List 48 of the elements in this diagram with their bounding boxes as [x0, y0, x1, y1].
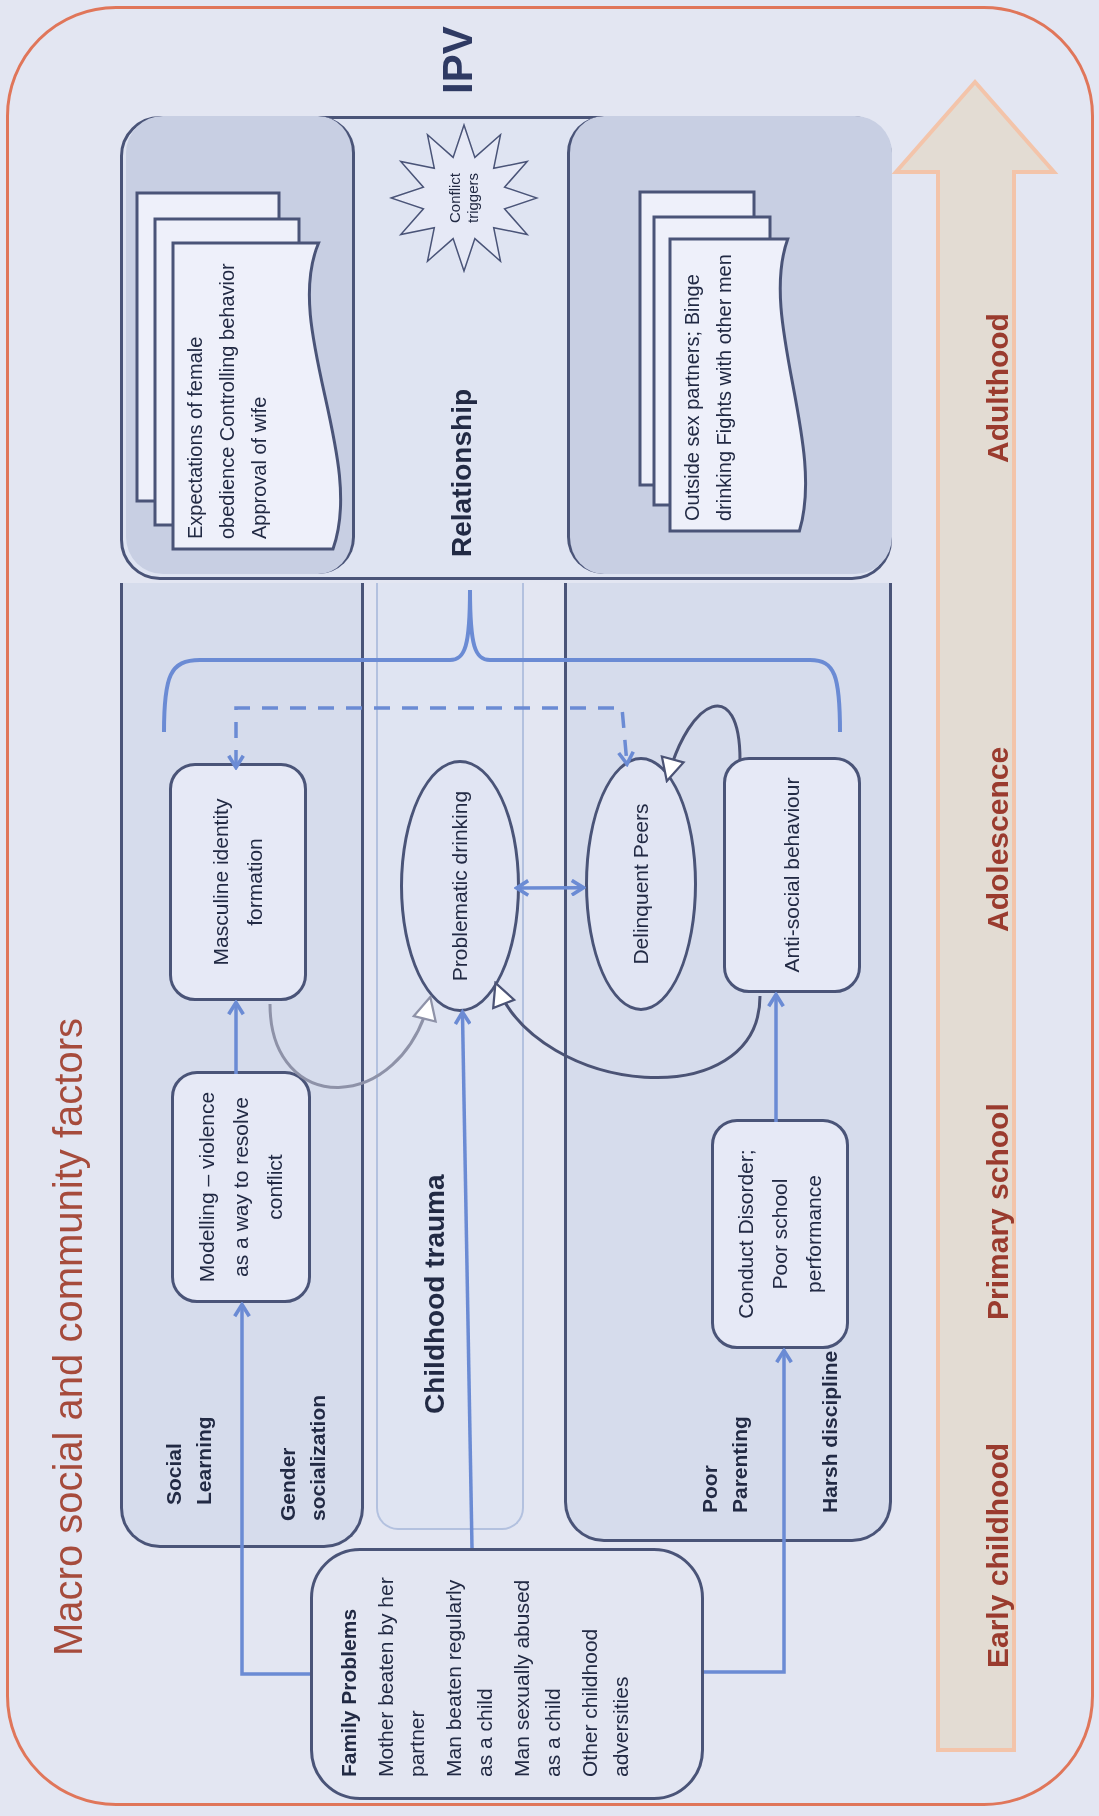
note-text: Expectations of female obedience Controlling behavior Approval of wife	[183, 262, 271, 539]
arrow	[453, 1010, 474, 1549]
arrow	[226, 706, 636, 770]
list-item: Man beaten regularly as a child	[441, 1578, 497, 1777]
node-label: Conduct Disorder; Poor school performance	[733, 1148, 826, 1321]
list-item: Other childhood adversities	[577, 1627, 633, 1777]
stage-label: Primary school	[980, 1103, 1015, 1320]
list-item: Mother beaten by her partner	[373, 1576, 429, 1777]
node-label: Anti-social behaviour	[779, 777, 804, 973]
arrow	[766, 992, 786, 1122]
arrow	[494, 981, 762, 1079]
arrow	[268, 995, 435, 1089]
outcome-label: IPV	[438, 26, 478, 94]
stage-label: Adulthood	[980, 313, 1015, 463]
column-panel	[564, 583, 892, 1542]
arrow	[661, 704, 742, 783]
relationship-panel	[120, 116, 892, 580]
note-text: Outside sex partners; Binge drinking Fights with other men	[680, 253, 736, 521]
list-item: Man sexually abused as a child	[509, 1578, 565, 1777]
section-heading: Social Learning	[161, 1415, 216, 1505]
arrow	[226, 1000, 246, 1074]
arrow	[232, 1302, 310, 1676]
arrow	[704, 1348, 794, 1674]
arrow	[514, 878, 586, 898]
process-box	[171, 1071, 311, 1303]
stage-label: Early childhood	[980, 1442, 1015, 1668]
factor-panel	[126, 116, 355, 574]
section-heading: Relationship	[445, 389, 478, 557]
diagram-title: Macro social and community factors	[45, 1018, 91, 1656]
starburst	[389, 123, 539, 273]
node-label: Delinquent Peers	[628, 803, 653, 965]
list-box	[310, 1548, 704, 1800]
stage-label: Adolescence	[980, 746, 1015, 932]
section-heading: Harsh discipline	[817, 1349, 842, 1513]
process-box	[169, 763, 307, 1001]
process-box	[711, 1119, 849, 1349]
section-heading: Childhood trauma	[418, 1174, 451, 1414]
column-panel	[376, 583, 524, 1530]
section-heading: Poor Parenting	[697, 1415, 752, 1513]
column-panel	[120, 583, 364, 1548]
node-label: Problematic drinking	[447, 790, 472, 982]
process-box	[723, 757, 861, 993]
node-label: Conflict triggers	[446, 172, 482, 225]
node-label: Masculine identity formation	[208, 797, 267, 968]
section-heading: Gender socialization	[275, 1393, 330, 1521]
factor-panel	[567, 116, 892, 574]
node-label: Modelling – violence as a way to resolve conflict	[194, 1090, 287, 1285]
list-heading: Family Problems	[336, 1607, 361, 1777]
